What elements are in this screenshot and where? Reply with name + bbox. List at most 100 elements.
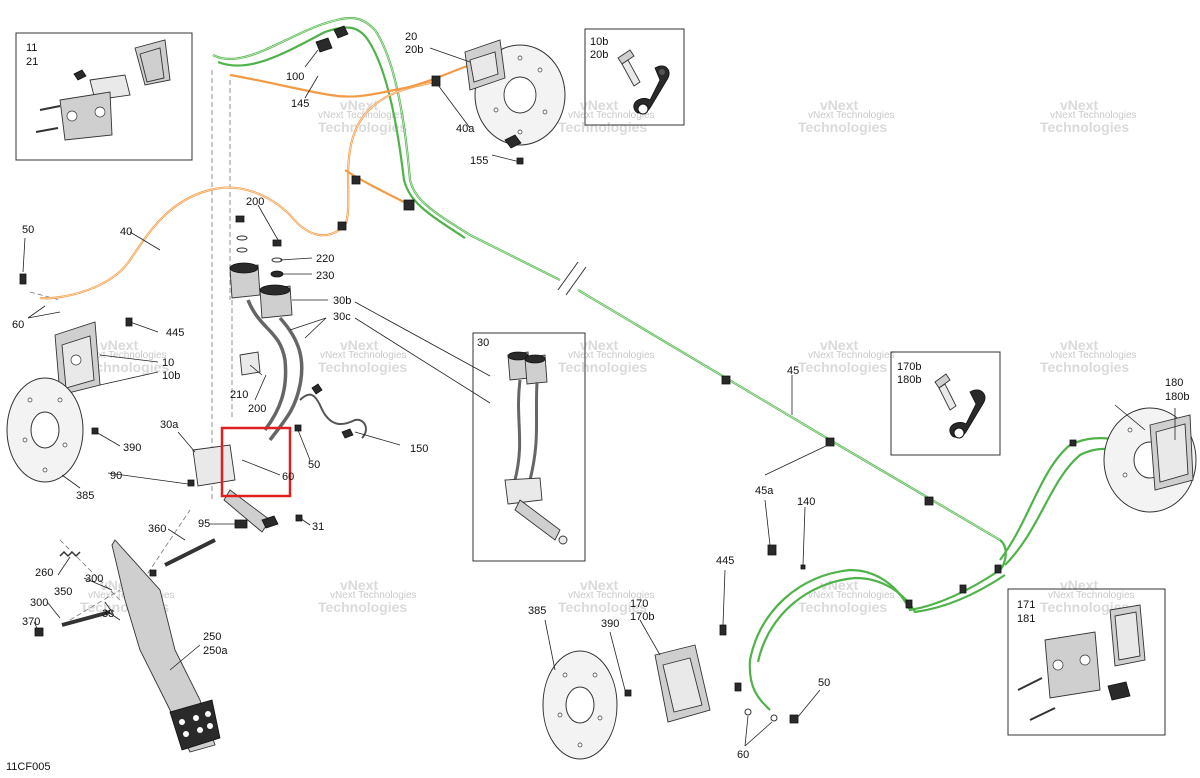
figure-code: 11CF005: [6, 761, 50, 773]
part-label: 390: [601, 618, 619, 630]
highlight-box: [220, 426, 292, 498]
watermark-text: Technologies: [798, 599, 887, 615]
part-label: 210: [230, 389, 248, 401]
inset-box-master-cylinder: [472, 332, 586, 562]
watermark-text: vNext Technologies: [1050, 350, 1137, 361]
part-label: 360: [148, 523, 166, 535]
part-label: 20: [405, 31, 417, 43]
watermark-text: vNext Technologies: [568, 350, 655, 361]
part-label: 260: [35, 567, 53, 579]
part-label: 170: [630, 598, 648, 610]
part-label: 60: [737, 749, 749, 761]
part-label: 50: [818, 677, 830, 689]
part-label: 180b: [897, 374, 921, 386]
part-label: 20b: [405, 44, 423, 56]
front-left-brake: [6, 273, 133, 483]
part-label: 145: [291, 98, 309, 110]
watermark-text: vNext Technologies: [808, 350, 895, 361]
watermark-text: vNext Technologies: [568, 110, 655, 121]
part-label: 300: [30, 597, 48, 609]
watermark-text: vNext: [820, 577, 858, 593]
part-label: 140: [797, 496, 815, 508]
watermark-text: vNext: [820, 97, 858, 113]
watermark-text: vNext: [340, 577, 378, 593]
part-label: 200: [248, 403, 266, 415]
green-brake-lines: [212, 17, 1166, 711]
watermark-text: Technologies: [798, 119, 887, 135]
watermark-text: Technologies: [798, 359, 887, 375]
part-label: 250a: [203, 645, 228, 657]
part-label: 170b: [897, 361, 921, 373]
watermark-text: vNext: [580, 337, 618, 353]
part-label: 370: [22, 616, 40, 628]
watermark-text: vNext Technologies: [80, 350, 167, 361]
part-label: 150: [410, 443, 428, 455]
part-label: 20b: [590, 49, 608, 61]
part-label: 200: [246, 196, 264, 208]
part-label: 385: [528, 605, 546, 617]
watermark-text: vNext Technologies: [568, 590, 655, 601]
master-cylinder-assembly: [187, 215, 367, 533]
part-label: 50: [22, 224, 34, 236]
part-label: 30a: [160, 419, 179, 431]
watermark-text: vNext Technologies: [1048, 590, 1135, 601]
part-label: 181: [1017, 613, 1035, 625]
watermark-text: Technologies: [318, 359, 407, 375]
watermark-text: vNext: [1060, 337, 1098, 353]
watermark-text: vNext: [820, 337, 858, 353]
part-label: 155: [470, 155, 488, 167]
part-label: 40: [120, 226, 132, 238]
watermark-text: Technologies: [318, 119, 407, 135]
part-label: 385: [76, 490, 94, 502]
watermark-text: Technologies: [318, 599, 407, 615]
part-label: 50: [308, 459, 320, 471]
part-label: 100: [286, 71, 304, 83]
rear-right-brake: [1103, 407, 1197, 513]
part-label: 45: [787, 365, 799, 377]
part-label: 10b: [162, 370, 180, 382]
watermark-text: vNext Technologies: [808, 590, 895, 601]
part-label: 10b: [590, 36, 608, 48]
part-label: 170b: [630, 611, 654, 623]
part-label: 171: [1017, 599, 1035, 611]
part-labels: 11 21 20 20b 100 145 40a 155 10b 20b 200…: [6, 31, 1189, 773]
rear-left-brake: [542, 544, 806, 760]
part-label: 30c: [333, 311, 351, 323]
watermark-text: vNext Technologies: [808, 110, 895, 121]
watermark-text: vNext: [1060, 97, 1098, 113]
part-label: 180: [1165, 377, 1183, 389]
inset-box-pads-rear: [1007, 588, 1166, 736]
part-label: 40a: [456, 123, 475, 135]
watermark-text: vNext: [100, 337, 138, 353]
part-label: 220: [316, 253, 334, 265]
watermark-text: Technologies: [558, 599, 647, 615]
orange-brake-lines: [39, 25, 471, 300]
watermarks: vNext Technologies vNext Technologies vN…: [80, 97, 1137, 615]
part-label: 45a: [755, 485, 774, 497]
part-label: 30b: [333, 295, 351, 307]
inset-box-bleeder-front: [584, 28, 685, 126]
part-label: 230: [316, 270, 334, 282]
part-label: 300: [85, 573, 103, 585]
part-label: 180b: [1165, 391, 1189, 403]
part-label: 31: [312, 521, 324, 533]
part-label: 30: [477, 337, 489, 349]
part-label: 90: [110, 470, 122, 482]
part-label: 11: [26, 42, 37, 54]
part-label: 445: [716, 555, 734, 567]
watermark-text: Technologies: [558, 119, 647, 135]
watermark-text: Technologies: [1040, 119, 1129, 135]
part-label: 33: [102, 608, 114, 620]
watermark-text: vNext Technologies: [330, 590, 417, 601]
watermark-text: vNext: [580, 97, 618, 113]
part-label: 10: [162, 357, 174, 369]
watermark-text: Technologies: [80, 359, 169, 375]
watermark-text: vNext: [580, 577, 618, 593]
front-right-brake: [464, 39, 566, 165]
brake-pedal: [34, 538, 221, 753]
part-label: 60: [12, 319, 24, 331]
leader-lines: [22, 47, 1176, 747]
inset-box-bleeder-rear: [890, 351, 1001, 456]
